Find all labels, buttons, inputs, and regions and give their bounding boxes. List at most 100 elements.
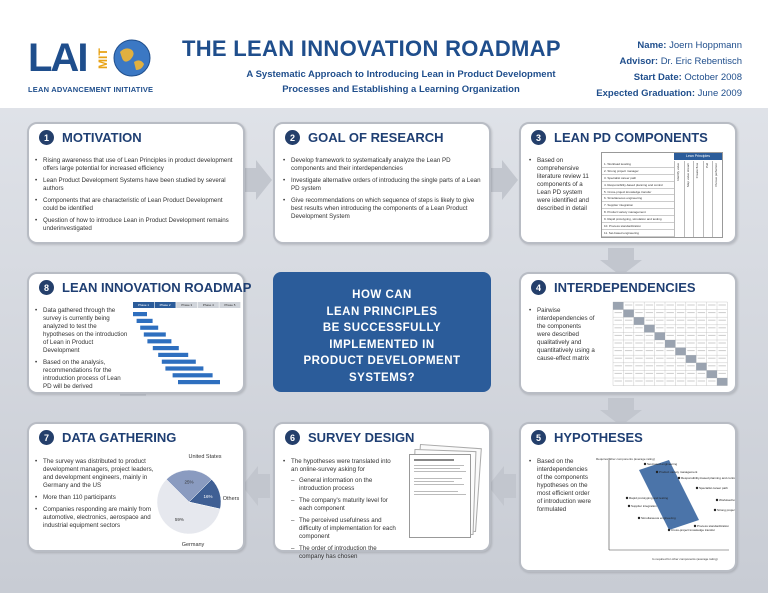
matrix-cell-text [624,304,633,306]
matrix-diagonal-cell [623,309,634,318]
matrix-diagonal-cell [665,340,676,348]
hypothesis-point-label: Strong project manager [717,508,735,512]
roadmap-bar [158,352,189,357]
matrix-cell-text [656,327,664,329]
matrix-cell-text [656,380,664,382]
matrix-cell-text [666,365,674,367]
matrix-cell-text [645,312,654,314]
hypothesis-point-label: Set-based engineering [647,462,678,466]
roadmap-bar [133,312,147,317]
author-name: Name: Joern Hoppmann [637,40,742,51]
matrix-cell-text [718,350,726,352]
matrix-cell-text [676,319,685,321]
matrix-diagonal-cell [633,317,645,325]
matrix-cell-text [676,357,685,359]
phase-label: Phase 3 [181,303,192,307]
matrix-cell-text [708,327,716,329]
roadmap-bar [161,359,196,364]
matrix-diagonal-cell [717,378,728,386]
principle-label: Map value stream [685,163,690,187]
matrix-cell-text [614,357,622,359]
matrix-cell-text [624,342,633,344]
roadmap-bar [165,366,204,371]
principle-column: Map value stream [683,161,694,237]
matrix-cell-text [708,319,716,321]
matrix-cell-text [635,350,643,352]
matrix-cell-text [666,319,674,321]
bullet-item: The survey was distributed to product de… [35,458,155,490]
y-axis-label: Requires other components (average ratin… [596,457,655,461]
phase-label: Phase 2 [160,303,171,307]
matrix-cell-text [708,342,716,344]
component-row: 11. Set-based engineering [602,230,674,237]
bullet-item: Based on the interdependencies of the co… [529,458,593,514]
pie-percent-label: 25% [184,480,193,485]
component-row: 4. Responsibility-based planning and con… [602,182,674,189]
phase-header [219,302,241,308]
bullet-list: Based on comprehensive literature review… [529,157,591,217]
matrix-cell-text [645,357,654,359]
matrix-cell-text [718,357,726,359]
hypothesis-point [713,508,717,512]
survey-page-thumbnails [407,443,485,546]
matrix-diagonal-cell [613,302,624,310]
matrix-cell-text [645,365,654,367]
hypothesis-point-label: Cross-project knowledge transfer [671,528,715,532]
matrix-cell-text [697,319,706,321]
survey-page-front [409,454,471,538]
roadmap-bar [152,346,179,351]
matrix-cell-text [718,327,726,329]
matrix-cell-text [614,327,622,329]
bullet-item: Question of how to introduce Lean in Pro… [35,217,239,233]
matrix-cell-text [614,372,622,374]
hypothesis-point-label: Responsibility-based planning and contro… [681,476,735,480]
component-row: 7. Supplier integration [602,202,674,210]
cause-effect-matrix [612,301,728,386]
bullet-list: Develop framework to systematically anal… [283,157,483,225]
logo-lai-text: LAI [28,36,88,80]
pie-slice [166,469,212,503]
matrix-cell-text [624,350,633,352]
x-axis-label: Is required for other components (averag… [652,557,717,561]
globe-icon [113,39,151,77]
matrix-cell-text [656,342,664,344]
matrix-cell-text [645,372,654,374]
start-date: Start Date: October 2008 [633,72,742,83]
hypothesis-point [625,496,629,500]
matrix-cell-text [676,312,685,314]
order-band [639,460,699,530]
sub-item: The order of introduction the company ha… [291,545,399,561]
advisor-name: Advisor: Dr. Eric Rebentisch [619,56,743,67]
question-line: PRODUCT DEVELOPMENT [303,355,461,367]
central-research-question: HOW CAN LEAN PRINCIPLES BE SUCCESSFULLY … [273,272,491,392]
bullet-item: Develop framework to systematically anal… [283,157,483,173]
hypothesis-point [637,516,641,520]
matrix-cell-text [656,357,664,359]
table-header: Lean Principles [674,153,722,160]
phase-label: Phase 5 [224,303,235,307]
matrix-cell-text [697,327,706,329]
matrix-cell-text [697,372,706,374]
matrix-cell-text [666,372,674,374]
matrix-cell-text [697,380,706,382]
sub-item: The company's maturity level for each co… [291,497,399,513]
matrix-cell-text [666,312,674,314]
matrix-cell-text [708,357,716,359]
matrix-diagonal-cell [685,355,697,363]
matrix-cell-text [624,327,633,329]
component-row: 9. Rapid prototyping, simulation and tes… [602,216,674,224]
matrix-cell-text [676,334,685,336]
hypothesis-point-label: Rapid prototyping and testing [629,496,668,500]
matrix-cell-text [645,304,654,306]
matrix-cell-text [614,380,622,382]
matrix-cell-text [666,327,674,329]
